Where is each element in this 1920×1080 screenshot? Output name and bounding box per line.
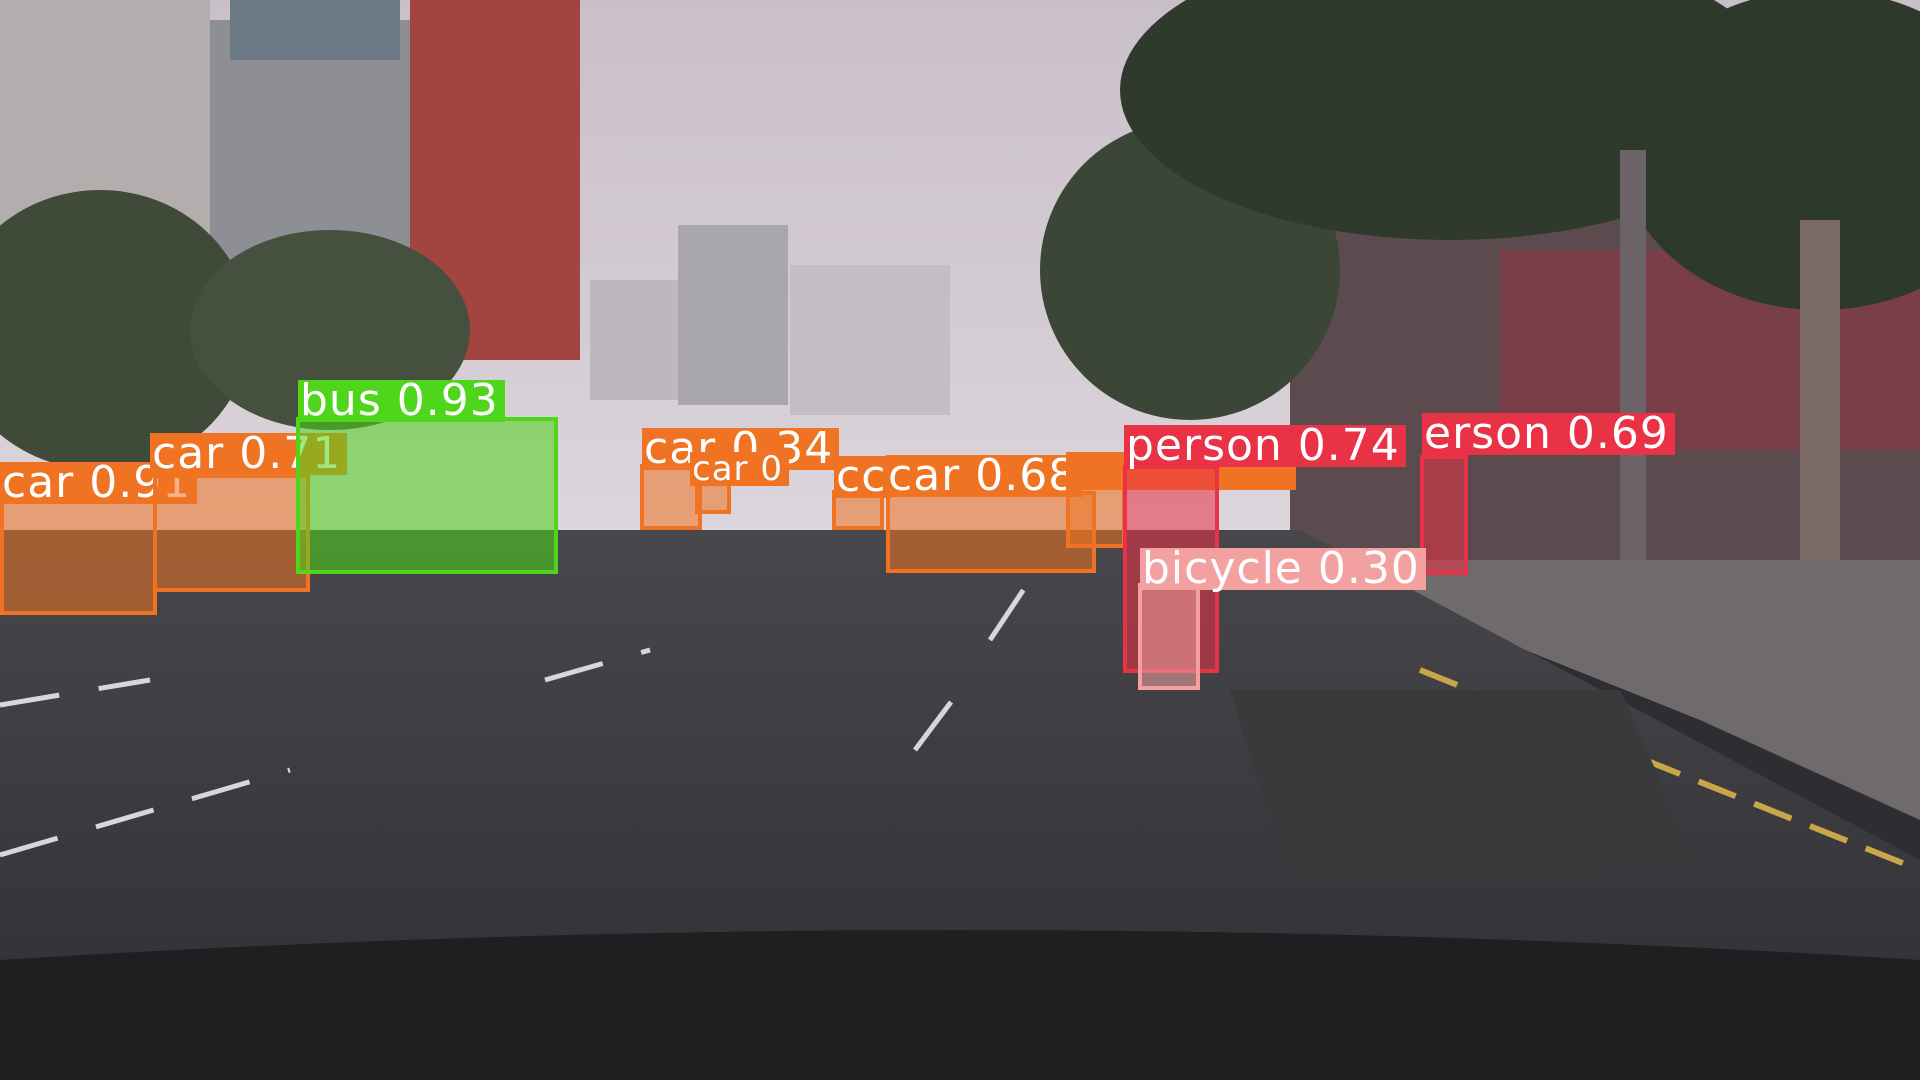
bicycle-box (1138, 583, 1200, 690)
car-mask (836, 494, 880, 526)
car-box (153, 474, 310, 592)
building-far-3 (790, 265, 950, 415)
bus-box (296, 417, 558, 574)
car-mask (644, 468, 698, 526)
person-label: person 0.74 (1124, 424, 1406, 468)
lane-markings (0, 578, 1033, 858)
car-box (886, 491, 1096, 573)
car-mask (890, 495, 1092, 569)
bus-label: bus 0.93 (298, 379, 505, 423)
trees-left (0, 190, 250, 470)
person-mask (1424, 459, 1464, 571)
trees-right-canopy-2 (1620, 0, 1920, 310)
sidewalk-right (1300, 560, 1920, 820)
bicycle-mask (1142, 587, 1196, 686)
road-patch (1230, 690, 1700, 890)
car-mask (699, 484, 727, 510)
building-glass (230, 0, 400, 60)
building-far-1 (590, 280, 680, 400)
car-label: cc (834, 455, 893, 499)
car-hood (0, 930, 1920, 1080)
bicycle-label: bicycle 0.30 (1140, 547, 1426, 591)
car-box (0, 498, 157, 615)
person-label: erson 0.69 (1422, 412, 1675, 456)
car-label: car 0.68 (886, 454, 1084, 498)
building-far-2 (678, 225, 788, 405)
car-label: car 0 (690, 452, 789, 486)
car-mask (157, 478, 306, 588)
person-box (1420, 455, 1468, 575)
car-mask (4, 502, 153, 611)
bus-mask (300, 421, 554, 570)
trees-right-canopy (1120, 0, 1780, 240)
